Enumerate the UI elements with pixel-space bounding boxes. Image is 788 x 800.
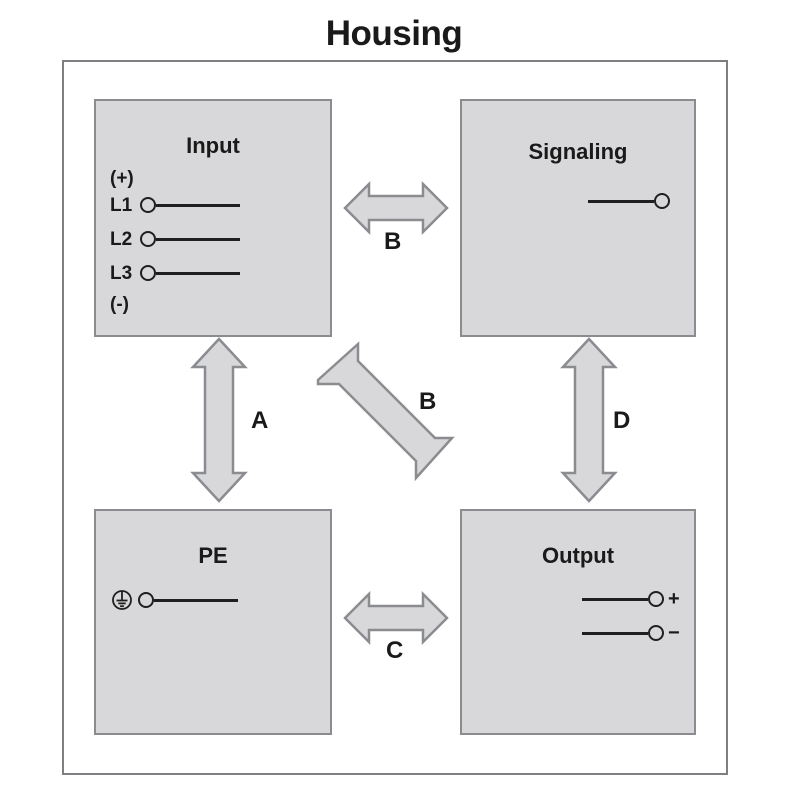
- terminal-circle-icon: [648, 591, 664, 607]
- signaling-terminal[interactable]: [588, 193, 670, 209]
- arrow-b-input-output-label: B: [419, 388, 437, 415]
- block-output[interactable]: Output + −: [460, 509, 696, 735]
- housing-frame: Input (+) L1 L2 L3 (-) Signaling: [62, 60, 728, 775]
- terminal-circle-icon: [648, 625, 664, 641]
- wire-line: [582, 631, 648, 635]
- input-polarity-minus-label: (-): [110, 294, 129, 315]
- arrow-b-input-output: [314, 340, 480, 506]
- block-signaling[interactable]: Signaling: [460, 99, 696, 337]
- output-terminal-positive-label: +: [668, 588, 680, 610]
- terminal-circle-icon: [140, 231, 156, 247]
- wire-line: [156, 203, 240, 207]
- arrow-d-signaling-output-label: D: [613, 407, 631, 434]
- arrow-c-pe-output-label: C: [386, 637, 404, 664]
- wire-line: [154, 598, 238, 602]
- block-pe[interactable]: PE: [94, 509, 332, 735]
- block-input[interactable]: Input (+) L1 L2 L3 (-): [94, 99, 332, 337]
- input-terminal-l2-label: L2: [110, 228, 133, 250]
- arrow-b-input-signaling-label: B: [384, 228, 402, 255]
- block-input-title: Input: [186, 133, 240, 158]
- pe-terminal[interactable]: [111, 589, 238, 611]
- arrow-c-pe-output: [343, 587, 449, 649]
- page-title: Housing: [325, 14, 463, 53]
- input-terminal-l1[interactable]: L1: [110, 193, 240, 217]
- input-terminal-l2[interactable]: L2: [110, 227, 240, 251]
- output-terminal-negative-label: −: [668, 622, 680, 644]
- output-terminal-negative[interactable]: −: [582, 623, 680, 643]
- output-terminal-positive[interactable]: +: [582, 589, 680, 609]
- terminal-circle-icon: [654, 193, 670, 209]
- block-pe-title: PE: [198, 543, 228, 568]
- block-output-title: Output: [541, 543, 615, 568]
- terminal-circle-icon: [140, 197, 156, 213]
- input-terminal-l1-label: L1: [110, 194, 133, 216]
- arrow-a-input-pe-label: A: [251, 407, 269, 434]
- input-polarity-plus-label: (+): [110, 168, 134, 189]
- arrow-a-input-pe: [188, 337, 250, 503]
- arrow-b-input-signaling: [343, 177, 449, 239]
- arrow-d-signaling-output: [558, 337, 620, 503]
- wire-line: [582, 597, 648, 601]
- wire-line: [156, 237, 240, 241]
- input-terminal-l3-label: L3: [110, 262, 133, 284]
- input-terminal-l3[interactable]: L3: [110, 261, 240, 285]
- wire-line: [156, 271, 240, 275]
- wire-line: [588, 199, 654, 203]
- block-signaling-title: Signaling: [528, 139, 628, 164]
- earth-ground-icon: [111, 589, 133, 611]
- terminal-circle-icon: [140, 265, 156, 281]
- terminal-circle-icon: [138, 592, 154, 608]
